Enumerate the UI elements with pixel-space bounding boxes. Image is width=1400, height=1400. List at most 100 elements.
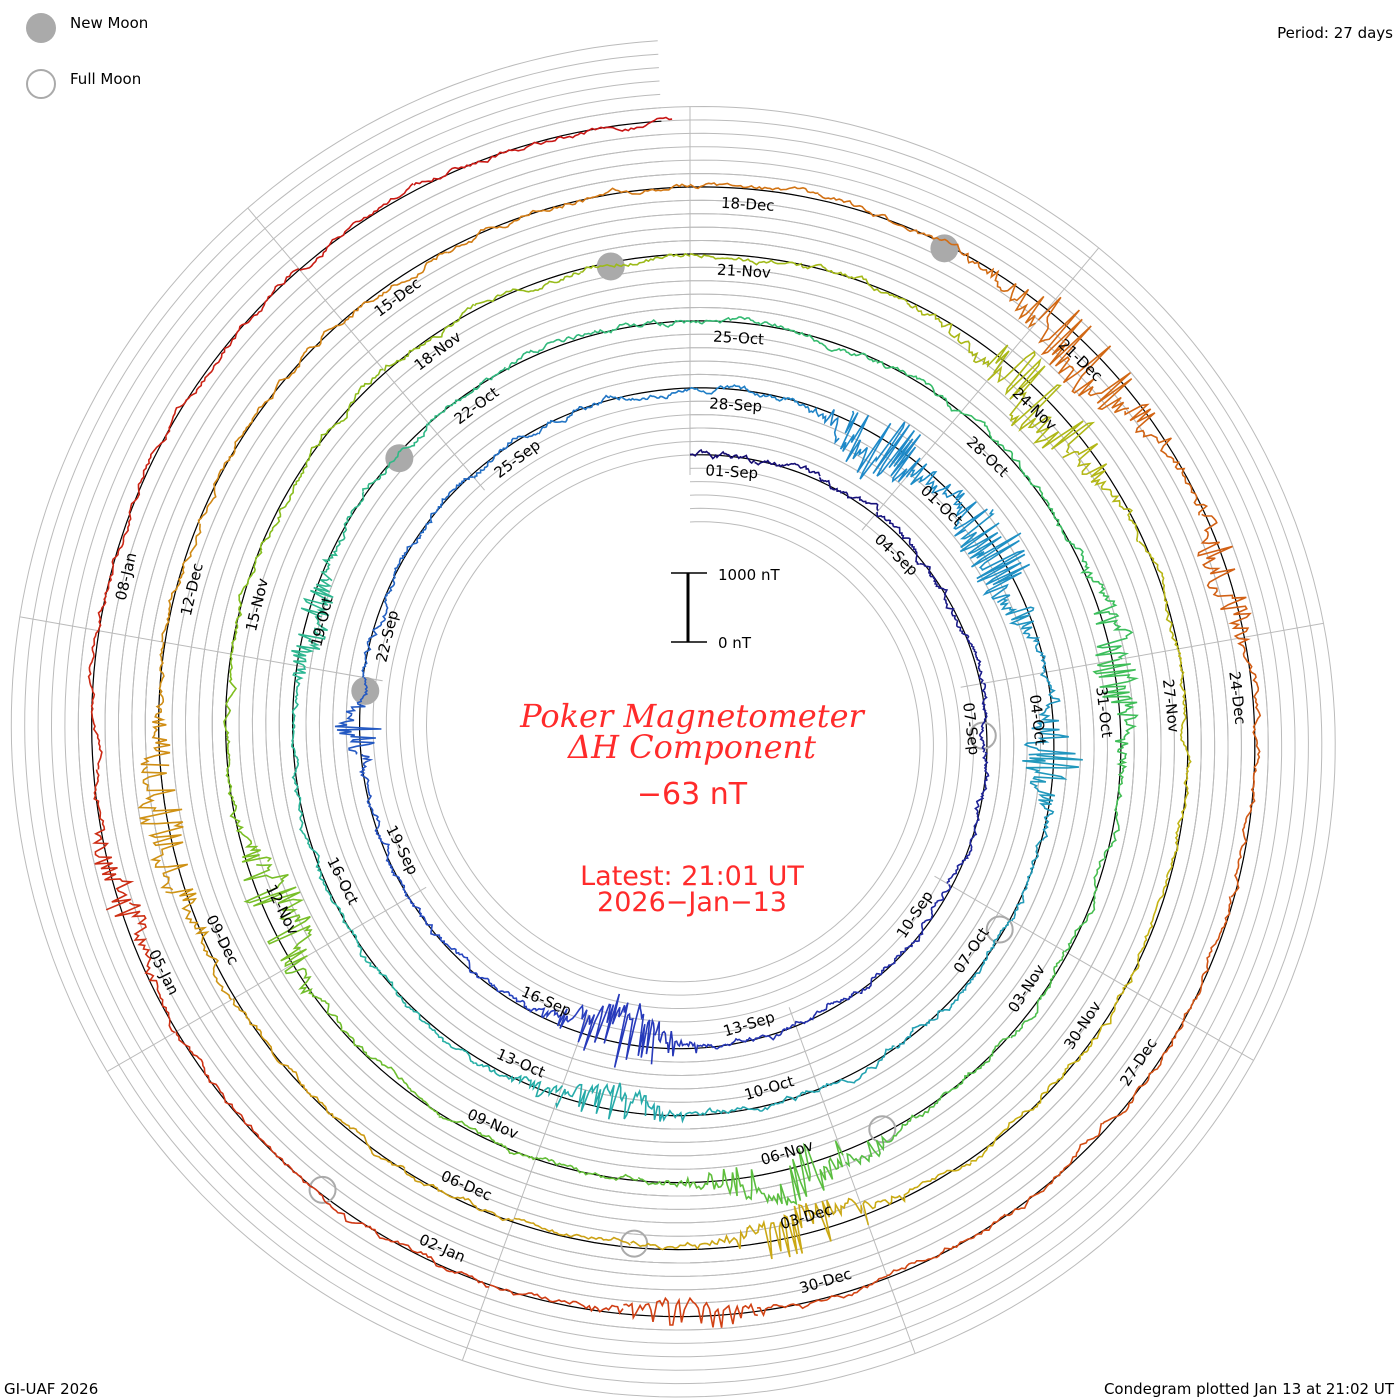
trace-segment-day-70 xyxy=(359,1045,441,1116)
scale-top-label: 1000 nT xyxy=(718,566,780,584)
trace-segment-day-126 xyxy=(114,902,176,1034)
trace-segment-day-119 xyxy=(886,1213,1006,1277)
trace-segment-day-87 xyxy=(1177,648,1192,765)
trace-segment-day-76 xyxy=(259,452,312,551)
trace-segment-day-104 xyxy=(256,322,345,414)
trace-segment-day-11 xyxy=(794,991,860,1025)
new-moon-legend-icon xyxy=(26,13,56,43)
trace-segment-day-40 xyxy=(646,1101,735,1124)
trace-segment-day-7 xyxy=(974,751,990,822)
trace-segment-day-37 xyxy=(895,991,963,1049)
grid xyxy=(10,40,1336,1398)
new-moon-marker xyxy=(385,444,414,473)
trace-segment-day-98 xyxy=(232,998,311,1095)
trace-segment-day-56 xyxy=(876,361,962,413)
date-label: 27-Nov xyxy=(1159,678,1183,734)
date-label: 02-Jan xyxy=(416,1230,468,1266)
trace-segment-day-81 xyxy=(689,253,803,267)
date-label: 16-Oct xyxy=(323,854,362,908)
trace-segment-day-90 xyxy=(1056,986,1127,1082)
trace-segment-day-69 xyxy=(438,1116,537,1161)
trace-segment-day-4 xyxy=(919,563,957,621)
trace-segment-day-124 xyxy=(260,1138,367,1228)
trace-segment-day-97 xyxy=(309,1093,406,1170)
trace-segment-day-79 xyxy=(473,272,581,307)
trace-segment-day-35 xyxy=(1011,839,1042,922)
baseline-spiral-line xyxy=(91,120,1256,1318)
trace-segment-day-18 xyxy=(374,828,410,899)
date-label: 09-Nov xyxy=(465,1105,522,1143)
trace-segment-day-72 xyxy=(243,864,313,968)
trace-segment-day-47 xyxy=(291,666,307,759)
trace-segment-day-62 xyxy=(1064,858,1105,953)
trace-segment-day-71 xyxy=(284,956,361,1048)
trace-segment-day-121 xyxy=(623,1296,758,1328)
trace-segment-day-48 xyxy=(291,578,334,668)
trace-segment-day-39 xyxy=(733,1090,820,1112)
grid-spiral xyxy=(10,40,1336,1398)
trace-segment-day-22 xyxy=(383,534,422,605)
trace-segment-day-123 xyxy=(366,1225,490,1288)
trace-segment-day-75 xyxy=(230,549,263,655)
full-moon-marker xyxy=(308,1175,337,1204)
data-trace xyxy=(87,116,1262,1328)
trace-segment-day-100 xyxy=(137,765,189,891)
trace-segment-day-83 xyxy=(906,302,1010,374)
grid-spiral xyxy=(37,67,1309,1371)
trace-segment-day-20 xyxy=(334,676,382,755)
trace-segment-day-112 xyxy=(1124,403,1209,516)
trace-segment-day-3 xyxy=(876,511,920,565)
trace-segment-day-59 xyxy=(1080,563,1134,660)
trace-segment-day-133 xyxy=(413,140,550,186)
trace-segment-day-42 xyxy=(474,1062,564,1098)
trace-segment-day-125 xyxy=(175,1031,262,1141)
period-label: Period: 27 days xyxy=(1277,24,1393,42)
full-moon-legend-icon xyxy=(26,69,56,99)
trace-segment-day-108 xyxy=(689,182,819,195)
trace-segment-day-44 xyxy=(351,929,406,1005)
trace-segment-day-15 xyxy=(515,998,588,1041)
trace-segment-day-101 xyxy=(140,642,171,767)
trace-segment-day-107 xyxy=(564,183,691,206)
trace-segment-day-1 xyxy=(754,459,821,477)
trace-segment-day-109 xyxy=(817,193,940,240)
trace-segment-day-117 xyxy=(1101,1019,1185,1125)
trace-segment-day-99 xyxy=(165,888,233,1001)
trace-segment-day-61 xyxy=(1103,759,1128,860)
date-label: 28-Sep xyxy=(709,394,763,415)
trace-segment-day-24 xyxy=(473,432,539,479)
trace-segment-day-52 xyxy=(505,331,595,371)
trace-segment-day-53 xyxy=(593,319,691,334)
trace-segment-day-19 xyxy=(358,754,381,830)
trace-segment-day-96 xyxy=(403,1169,514,1222)
trace-segment-day-55 xyxy=(786,328,878,363)
trace-segment-day-10 xyxy=(859,944,914,994)
trace-segment-day-25 xyxy=(538,394,611,435)
trace-segment-day-14 xyxy=(577,993,655,1068)
trace-segment-day-31 xyxy=(959,508,1031,604)
trace-segment-day-92 xyxy=(862,1162,972,1226)
date-label: 07-Sep xyxy=(959,702,983,757)
date-label: 04-Oct xyxy=(1026,694,1050,747)
title-line-1: Poker Magnetometer xyxy=(519,697,865,735)
trace-segment-day-65 xyxy=(844,1105,935,1168)
trace-segment-day-105 xyxy=(343,251,448,324)
latest-time: Latest: 21:01 UT xyxy=(580,861,804,892)
trace-segment-day-131 xyxy=(206,267,300,377)
trace-segment-day-89 xyxy=(1124,877,1170,987)
trace-segment-day-34 xyxy=(1022,754,1083,841)
latest-date: 2026−Jan−13 xyxy=(597,887,787,918)
date-label: 21-Nov xyxy=(717,261,772,282)
trace-segment-day-67 xyxy=(637,1167,744,1197)
date-label: 25-Sep xyxy=(491,436,544,482)
trace-segment-day-16 xyxy=(458,952,518,1000)
trace-segment-day-28 xyxy=(769,394,840,445)
trace-segment-day-73 xyxy=(225,761,272,863)
trace-segment-day-86 xyxy=(1138,540,1179,650)
footer-credit: GI-UAF 2026 xyxy=(4,1380,98,1398)
trace-segment-day-51 xyxy=(428,366,506,424)
trace-segment-day-122 xyxy=(489,1284,624,1315)
trace-segment-day-32 xyxy=(999,598,1047,673)
trace-segment-day-30 xyxy=(910,463,988,537)
